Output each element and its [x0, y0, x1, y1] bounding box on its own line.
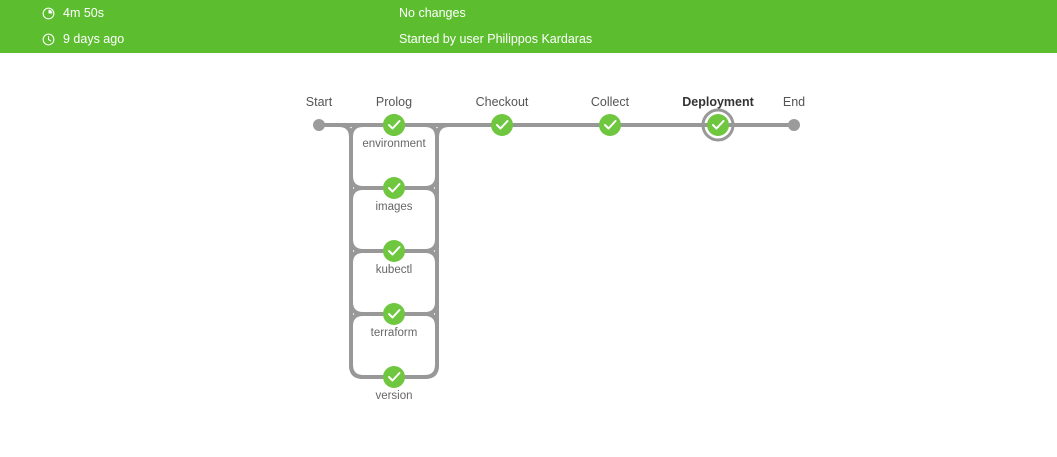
summary-duration: 4m 50s	[42, 0, 104, 26]
pipeline-graph: Start Prolog Checkout Collect Deployment End e…	[0, 53, 1057, 457]
step-label-kubectl[interactable]: kubectl	[375, 264, 413, 276]
pipeline-connectors	[313, 119, 800, 379]
summary-row-timestamp: 9 days ago Started by user Philippos Kar…	[0, 26, 1057, 52]
stage-label-checkout[interactable]: Checkout	[475, 95, 529, 109]
step-node-terraform[interactable]	[380, 300, 408, 328]
timestamp-text: 9 days ago	[63, 32, 125, 46]
stage-node-checkout[interactable]	[488, 111, 516, 139]
step-node-version[interactable]	[380, 363, 408, 391]
stage-label-end[interactable]: End	[782, 95, 806, 109]
summary-changes: No changes	[399, 0, 466, 26]
step-node-environment[interactable]	[380, 111, 408, 139]
summary-started-by: Started by user Philippos Kardaras	[399, 26, 592, 52]
step-label-terraform[interactable]: terraform	[370, 327, 418, 339]
stage-node-deployment[interactable]	[701, 108, 735, 142]
step-label-images[interactable]: images	[375, 201, 413, 213]
stage-label-deployment[interactable]: Deployment	[682, 95, 754, 109]
duration-text: 4m 50s	[63, 6, 104, 20]
timer-icon	[42, 7, 55, 20]
clock-icon	[42, 33, 55, 46]
summary-timestamp: 9 days ago	[42, 26, 124, 52]
summary-row-duration: 4m 50s No changes	[0, 0, 1057, 26]
stage-node-collect[interactable]	[596, 111, 624, 139]
stage-label-start[interactable]: Start	[305, 95, 333, 109]
step-node-images[interactable]	[380, 174, 408, 202]
build-summary-header: 4m 50s No changes 9 days ago Started by …	[0, 0, 1057, 53]
changes-text: No changes	[399, 6, 466, 20]
step-label-environment[interactable]: environment	[362, 138, 426, 150]
started-by-text: Started by user Philippos Kardaras	[399, 32, 593, 46]
stage-label-prolog[interactable]: Prolog	[375, 95, 413, 109]
stage-label-collect[interactable]: Collect	[590, 95, 630, 109]
step-node-kubectl[interactable]	[380, 237, 408, 265]
step-label-version[interactable]: version	[375, 390, 413, 402]
